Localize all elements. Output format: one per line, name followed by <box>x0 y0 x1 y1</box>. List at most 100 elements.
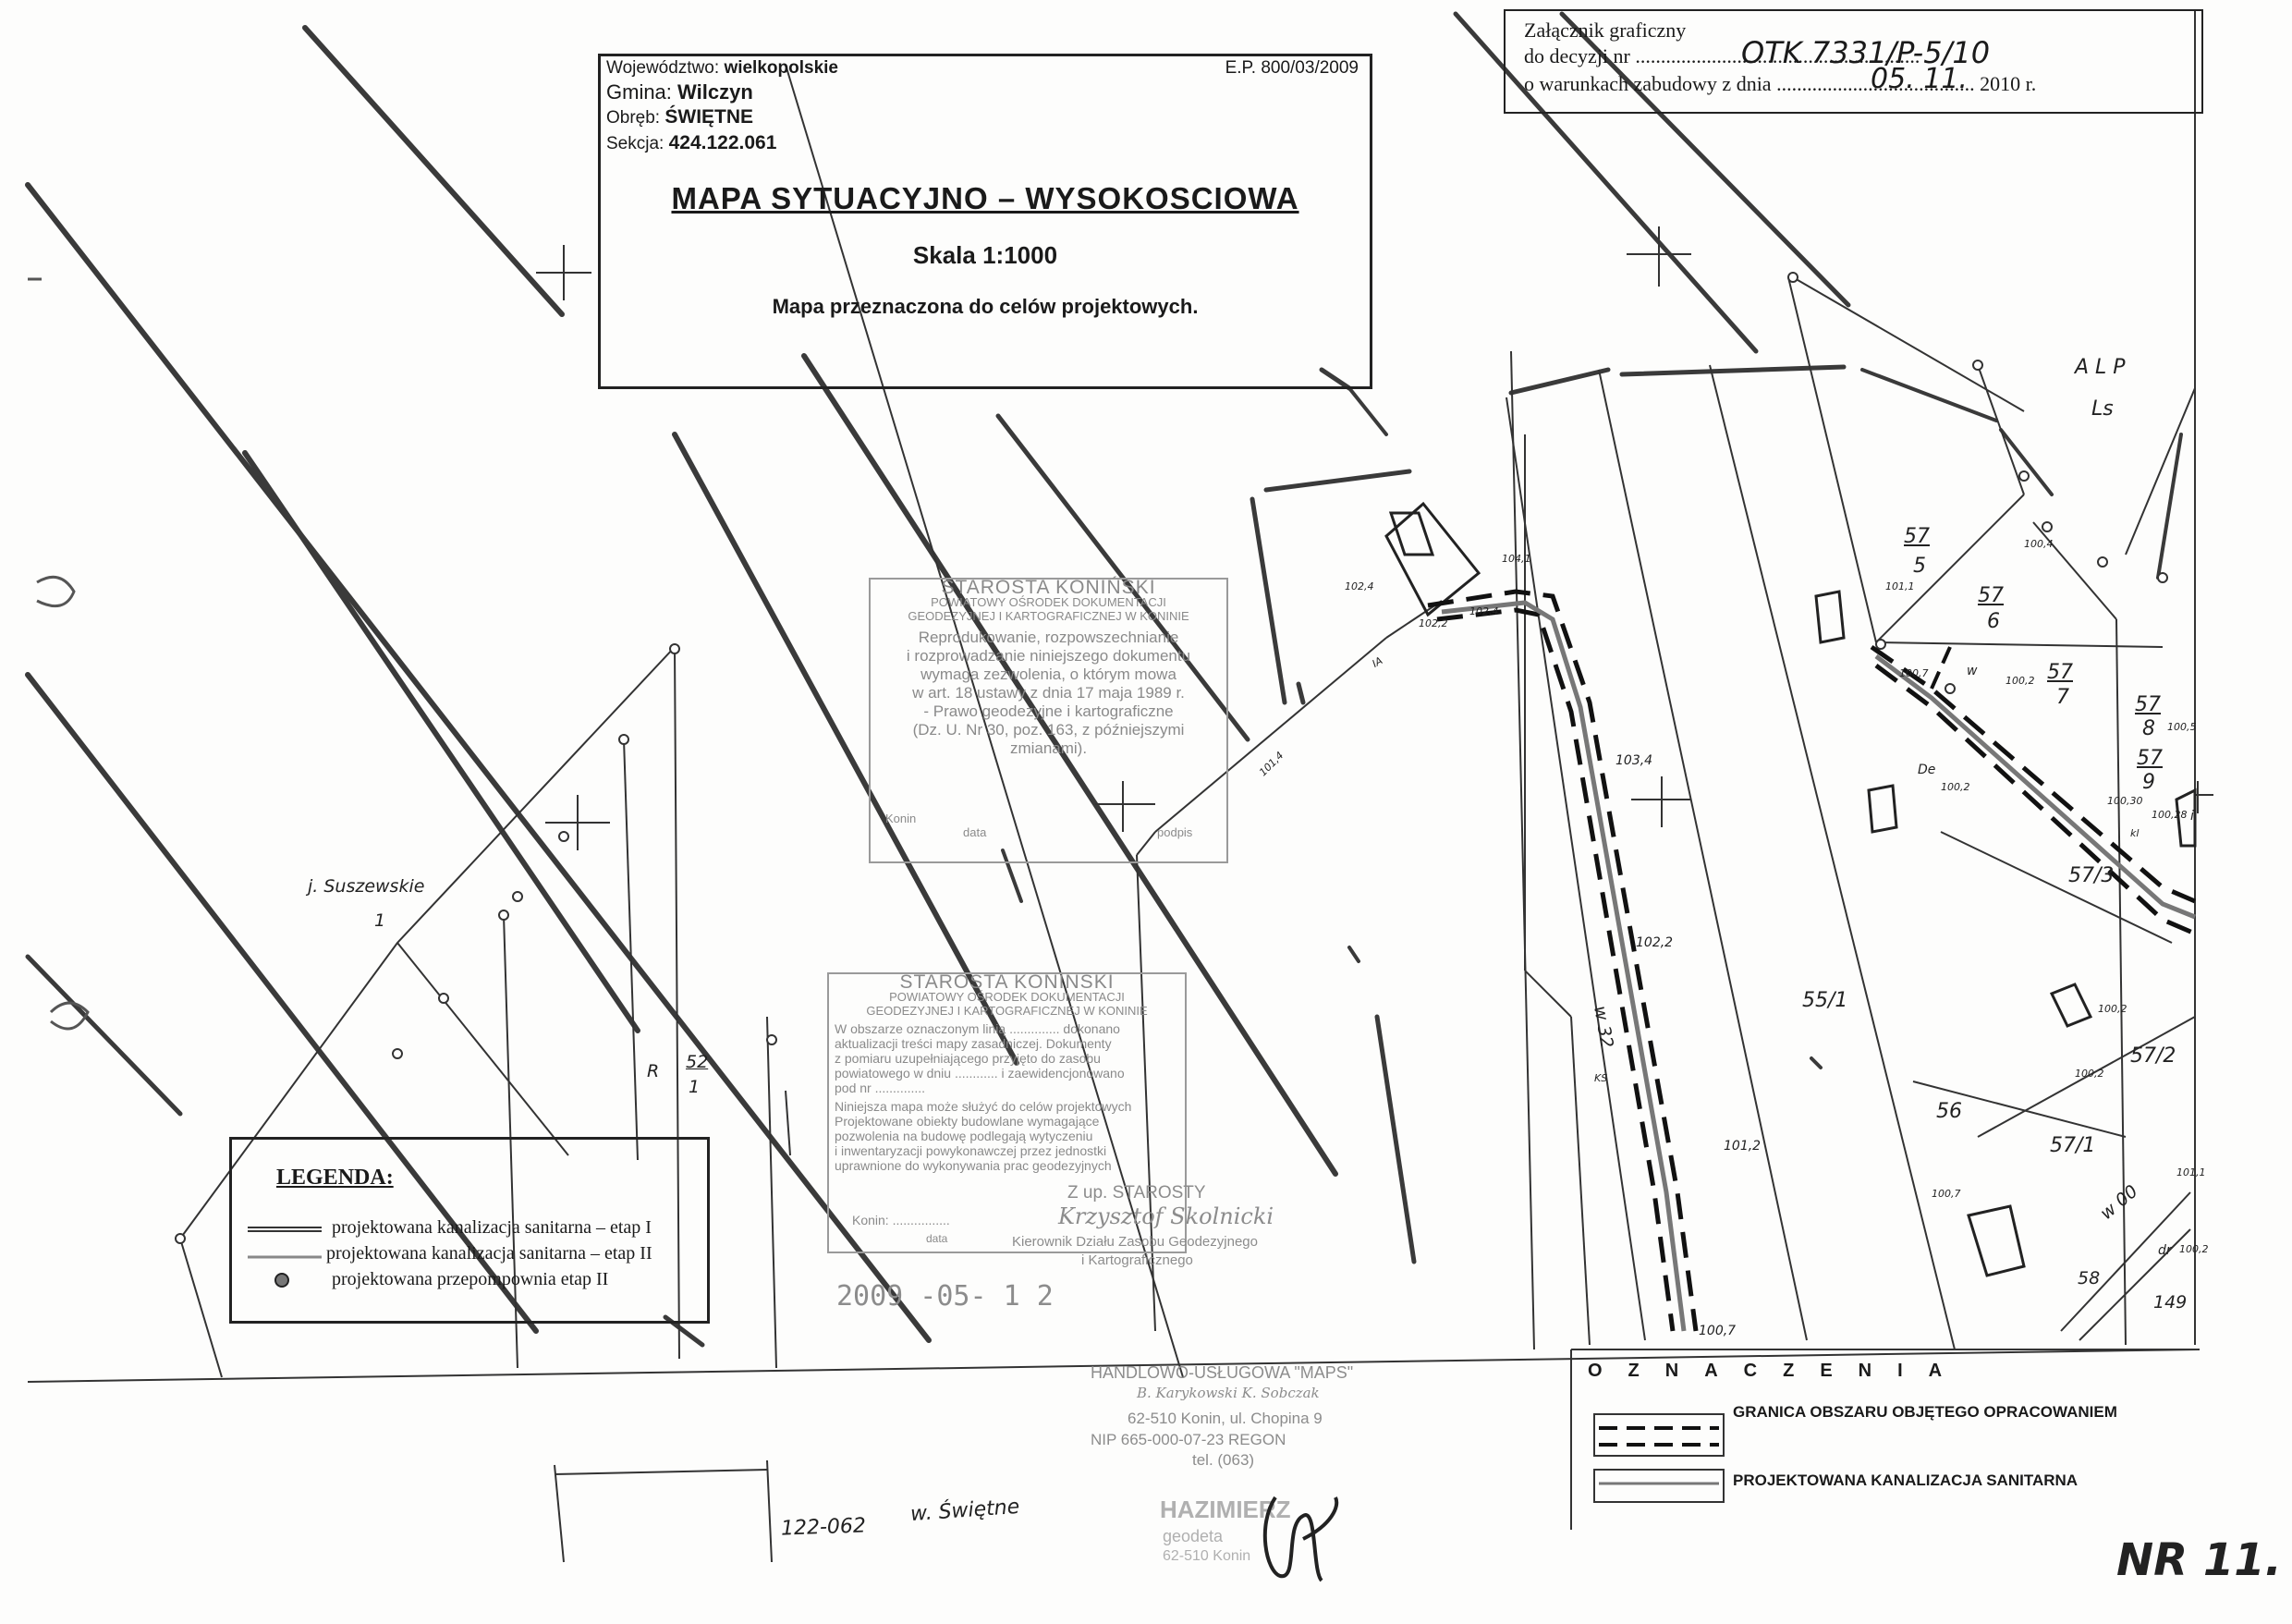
diagonal-line <box>1001 849 1023 903</box>
stamp-body: W obszarze oznaczonym linią ............… <box>829 1021 1185 1173</box>
parcel-number: 9 <box>2142 771 2155 794</box>
sheet-line <box>766 1459 773 1563</box>
survey-point <box>1972 360 1983 371</box>
spot-height: 102,2 <box>1636 935 1674 950</box>
building <box>1967 1204 2026 1277</box>
precinct-row: Obręb: ŚWIĘTNE <box>606 106 753 128</box>
precinct-label: Obręb: <box>606 108 661 128</box>
parcel-number: 57/2 <box>2130 1044 2176 1068</box>
spot-height: 100,2 <box>2179 1243 2209 1255</box>
building <box>1388 511 1435 556</box>
parcel-boundary <box>396 942 569 1156</box>
parcel-number: 57/3 <box>2068 864 2115 887</box>
parcel-number: 149 <box>2153 1292 2188 1313</box>
study-area-boundary <box>1427 589 1699 1332</box>
attachment-line1: Załącznik graficzny <box>1524 18 1687 42</box>
company-stamp-phone: tel. (063) <box>1192 1451 1255 1469</box>
stamp-text: Reprodukowanie, rozpowszechnianie <box>918 629 1179 646</box>
section-label: Sekcja: <box>606 134 664 153</box>
parcel-boundary <box>766 1016 777 1369</box>
sheet-number: NR 11. <box>2116 1534 2282 1586</box>
spot-height: 101,1 <box>1885 580 1915 592</box>
building <box>1814 590 1846 644</box>
grid-cross <box>2195 781 2213 813</box>
spot-height: 100,7 <box>1932 1188 1961 1200</box>
diagonal-line <box>1296 681 1306 705</box>
sheet-line <box>554 1469 768 1475</box>
parcel-boundary <box>2032 521 2117 620</box>
spot-height: 100,7 <box>1699 1324 1737 1338</box>
parcel-boundary <box>1792 276 2025 412</box>
company-stamp-owners: B. Karykowski K. Sobczak <box>1137 1385 1320 1401</box>
parcel-boundary <box>623 739 639 1161</box>
map-title: MAPA SYTUACYJNO – WYSOKOSCIOWA <box>671 181 1299 215</box>
spot-height: 100,2 <box>1941 781 1970 793</box>
edge-mark <box>49 1001 90 1031</box>
survey-point <box>438 993 449 1004</box>
parcel-number: 57/1 <box>2050 1134 2096 1157</box>
study-area-boundary <box>1930 646 1952 690</box>
diagonal-line <box>1810 1056 1823 1069</box>
map-symbol-label: De <box>1918 763 1936 777</box>
commune-label: Gmina: <box>606 80 672 104</box>
stamp-role: i Kartograficznego <box>1081 1252 1193 1268</box>
grid-cross <box>1095 781 1155 832</box>
survey-point <box>1875 639 1886 650</box>
parcel-boundary <box>785 64 1184 1378</box>
diagonal-line <box>1347 386 1388 436</box>
stamp-subtitle: POWIATOWY OŚRODEK DOKUMENTACJI <box>889 990 1125 1004</box>
stamp-text: pod nr .............. <box>835 1081 926 1095</box>
stamp-place: Konin: ................ <box>852 1213 950 1227</box>
diagonal-line <box>1263 469 1412 493</box>
stamp-signature-label: podpis <box>1157 825 1193 839</box>
stamp-text: zmianami). <box>1009 739 1088 757</box>
title-block: Województwo: wielkopolskie E.P. 800/03/2… <box>598 54 1372 389</box>
parcel-boundary <box>1598 369 1808 1341</box>
survey-point <box>498 910 509 921</box>
diagonal-line <box>25 954 183 1117</box>
study-area-boundary <box>1874 664 2196 936</box>
stamp-title: STAROSTA KONIŃSKI <box>941 577 1156 598</box>
stamp-authority: Z up. STAROSTY <box>1067 1183 1206 1203</box>
parcel-number: 58 <box>2078 1268 2101 1288</box>
study-area-boundary <box>1436 607 1676 1332</box>
parcel-boundary <box>2079 1228 2191 1341</box>
diagonal-line <box>25 182 932 1343</box>
parcel-number: 57 <box>2137 747 2163 770</box>
diagonal-line <box>242 450 640 1033</box>
spot-height: 102,4 <box>1469 605 1499 617</box>
parcel-boundary <box>1875 641 2164 648</box>
stamp-text: powiatowego w dniu ............ i zaewid… <box>835 1066 1125 1081</box>
attachment-line3: o warunkach zabudowy z dnia ............… <box>1524 72 2036 96</box>
parcel-boundary <box>1154 637 1387 833</box>
edge-mark <box>36 575 76 608</box>
stamp-title: STAROSTA KONINSKI <box>899 971 1115 993</box>
stamp-text: - Prawo geodezyjne i kartograficzne <box>923 702 1174 720</box>
spot-height: 100,2 <box>2006 675 2035 687</box>
spot-height: 104,1 <box>1502 553 1531 565</box>
parcel-number: 57 <box>1904 525 1930 548</box>
parcel-boundary <box>179 644 680 1360</box>
map-symbol-label: KS <box>1594 1072 1608 1084</box>
survey-point <box>558 831 569 842</box>
legend-item-etap1: projektowana kanalizacja sanitarna – eta… <box>332 1217 652 1238</box>
survey-point <box>2157 572 2168 583</box>
attachment-line2: do decyzji nr ..........................… <box>1524 44 1920 68</box>
lake-name: j. Suszewskie <box>308 876 425 897</box>
stamp-date-label: data <box>963 825 987 839</box>
date-stamp: 2009 -05- 1 2 <box>836 1280 1054 1313</box>
parcel-boundary <box>503 914 518 1369</box>
oznaczenia-sample-frame <box>1593 1413 1725 1457</box>
grid-cross <box>536 245 591 300</box>
parcel-number: 5 <box>1913 555 1926 578</box>
parcel-boundary <box>1524 970 1572 1018</box>
diagonal-line <box>672 432 1019 1066</box>
stamp-text: pozwolenia na budowę podlegają wytyczeni… <box>835 1129 1093 1143</box>
parcel-number: 7 <box>2056 686 2069 709</box>
survey-point <box>2042 521 2053 532</box>
stamp-text: wymaga zezwolenia, o którym mowa <box>920 665 1176 683</box>
legend-sample-pump <box>274 1273 289 1288</box>
stamp-subtitle: GEODEZYJNEJ I KARTOGRAFICZNEJ W KONINIE <box>866 1004 1148 1018</box>
spot-height: 100,30 <box>2107 795 2143 807</box>
